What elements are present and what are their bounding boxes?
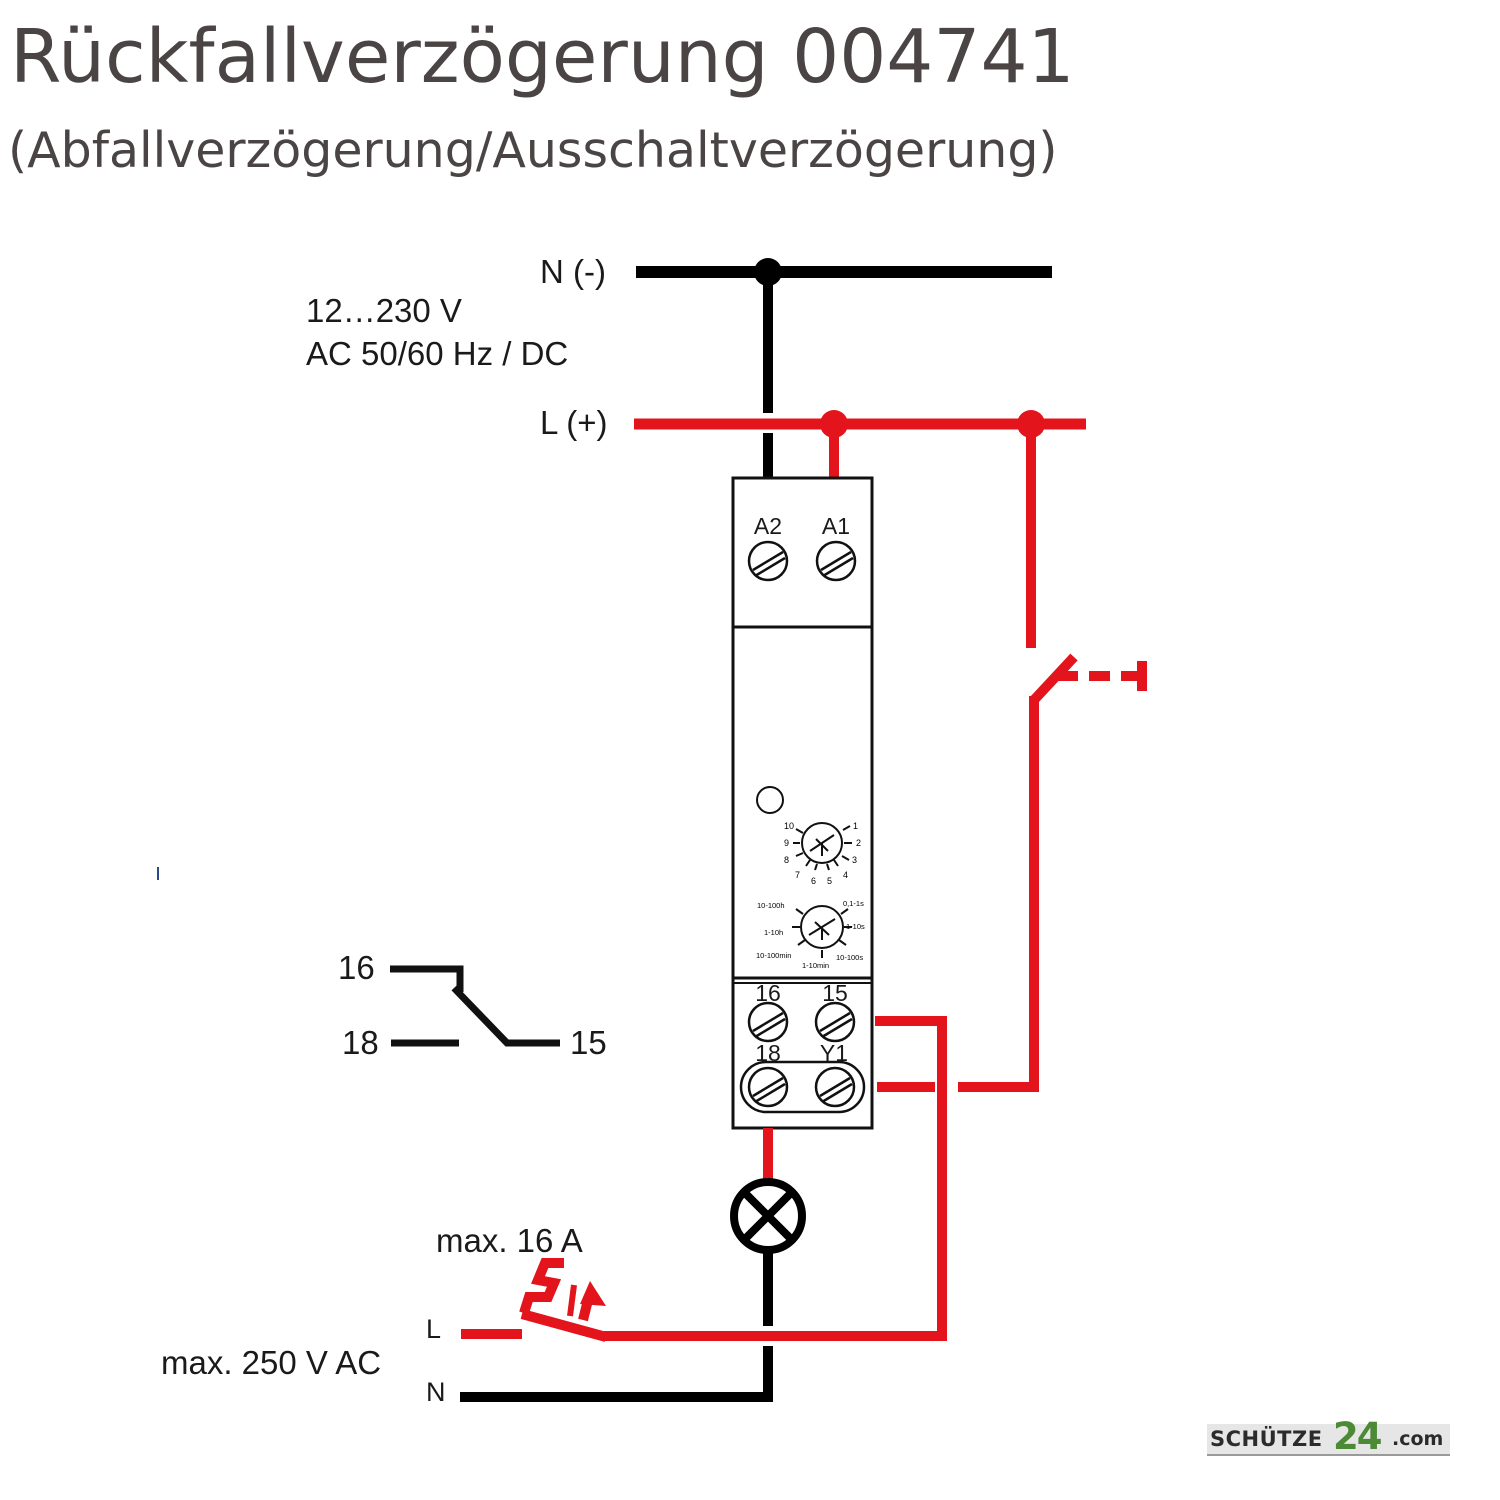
brand-logo: SCHÜTZE 24 .com <box>1207 1415 1450 1458</box>
neutral-bus <box>636 258 1052 480</box>
screw-terminal-icon <box>747 1066 789 1108</box>
dial-mark: 10-100h <box>757 901 785 910</box>
lamp-icon <box>730 1178 806 1254</box>
dial-mark: 4 <box>843 870 848 880</box>
page-subtitle: (Abfallverzögerung/Ausschaltverzögerung) <box>8 122 1058 179</box>
dial-mark: 1-10h <box>764 928 783 937</box>
page-title: Rückfallverzögerung 004741 <box>10 14 1075 100</box>
line-bus <box>634 410 1086 648</box>
terminal-label-a2: A2 <box>754 513 782 539</box>
load-line-label: L <box>426 1314 441 1344</box>
load-line-wire <box>461 1309 608 1342</box>
screw-terminal-icon <box>814 1066 856 1108</box>
dial-mark: 9 <box>784 838 789 848</box>
fuse-icon <box>519 1258 606 1322</box>
supply-frequency-label: AC 50/60 Hz / DC <box>306 335 568 372</box>
logo-brand: SCHÜTZE <box>1210 1427 1323 1451</box>
time-relay-module: A2 A1 10 1 9 2 8 <box>731 476 874 1130</box>
supply-voltage-label: 12…230 V <box>306 292 462 329</box>
dial-mark: 1-10min <box>802 961 829 970</box>
dial-mark: 10-100min <box>756 951 791 960</box>
logo-number: 24 <box>1333 1415 1382 1458</box>
max-voltage-label: max. 250 V AC <box>161 1344 381 1381</box>
screw-terminal-icon <box>815 540 857 582</box>
switch-icon <box>1029 653 1147 1092</box>
dial-mark: 1 <box>853 821 858 831</box>
terminal-label-15: 15 <box>822 980 848 1006</box>
dial-mark: 8 <box>784 855 789 865</box>
rotary-dial-icon: 10-100h 0,1-1s 1-10s 1-10h 10-100min 1-1… <box>756 899 865 970</box>
max-current-label: max. 16 A <box>436 1222 583 1259</box>
screw-terminal-icon <box>814 1001 856 1043</box>
dial-mark: 2 <box>856 838 861 848</box>
contact-label-15: 15 <box>570 1024 607 1061</box>
dial-mark: 0,1-1s <box>843 899 864 908</box>
dial-mark: 3 <box>852 855 857 865</box>
contact-label-16: 16 <box>338 949 375 986</box>
lamp-circuit <box>460 1128 773 1402</box>
dial-mark: 6 <box>811 876 816 886</box>
changeover-contact-symbol: 16 18 15 <box>338 949 607 1061</box>
terminal-label-a1: A1 <box>822 513 850 539</box>
rotary-dial-icon: 10 1 9 2 8 3 7 6 5 4 <box>784 821 861 886</box>
terminal-15-load-wire <box>604 1016 947 1341</box>
dial-mark: 10 <box>784 821 794 831</box>
dial-mark: 7 <box>795 870 800 880</box>
contact-label-18: 18 <box>342 1024 379 1061</box>
logo-tld: .com <box>1392 1428 1444 1450</box>
load-neutral-label: N <box>426 1377 446 1407</box>
dial-mark: 5 <box>827 876 832 886</box>
line-supply-label: L (+) <box>540 404 608 441</box>
screw-terminal-icon <box>747 1001 789 1043</box>
screw-terminal-icon <box>747 540 789 582</box>
neutral-supply-label: N (-) <box>540 253 606 290</box>
dial-mark: 1-10s <box>846 922 865 931</box>
terminal-label-16: 16 <box>755 980 781 1006</box>
dial-mark: 10-100s <box>836 953 863 962</box>
led-indicator-icon <box>756 786 784 814</box>
